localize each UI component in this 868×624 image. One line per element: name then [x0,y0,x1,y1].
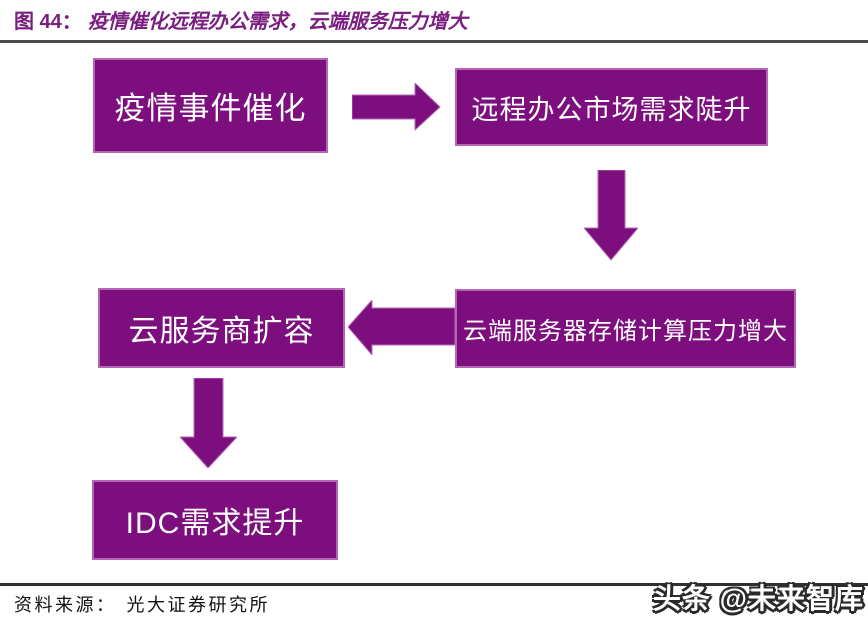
flow-node-remote-work-demand: 远程办公市场需求陡升 [455,68,768,146]
source-label: 资料来源： [14,595,117,615]
flow-node-idc-demand: IDC需求提升 [92,480,338,560]
figure-title: 图 44：疫情催化远程办公需求，云端服务压力增大 [14,9,468,35]
source-line: 资料来源： 光大证券研究所 [14,591,270,617]
flow-node-cloud-server-pressure: 云端服务器存储计算压力增大 [455,289,796,368]
footer-divider [0,583,868,586]
title-divider [0,40,868,43]
flow-node-pandemic-catalyst: 疫情事件催化 [93,58,328,153]
watermark: 头条 @未来智库 [652,583,864,614]
arrow-right-icon [352,83,441,131]
arrow-down-icon [584,170,638,261]
figure-number: 图 44： [14,11,82,33]
arrow-down-icon [180,378,237,468]
source-text: 光大证券研究所 [126,595,270,615]
flow-node-cloud-provider-expansion: 云服务商扩容 [98,288,345,368]
arrow-left-icon [348,300,455,355]
figure-caption: 疫情催化远程办公需求，云端服务压力增大 [87,11,468,33]
